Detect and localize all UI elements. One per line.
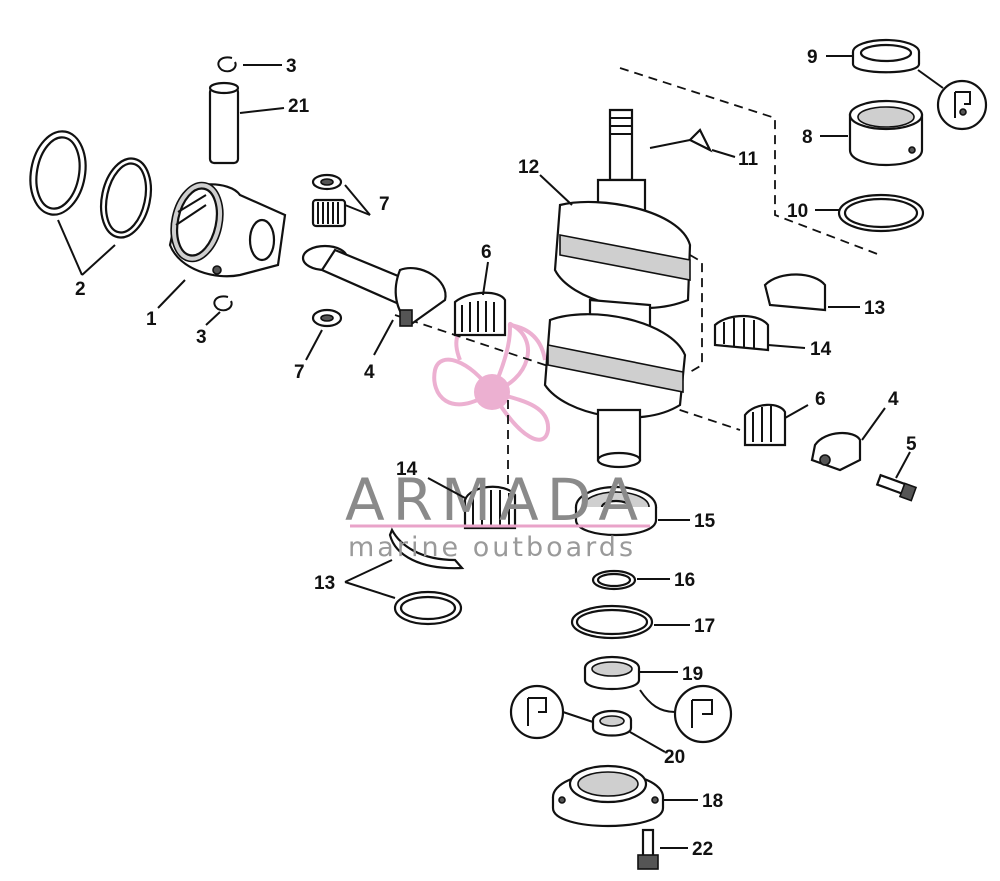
label-part-11: 11 [738,149,759,170]
needle-bearing-small-end [311,173,347,328]
retaining-clip-top [217,56,237,73]
label-part-4-left: 4 [364,362,375,383]
label-part-14-lower: 14 [396,459,418,480]
woodruff-key [688,128,713,153]
watermark-tagline: marine outboards [348,532,636,563]
armada-logo-icon [432,318,551,442]
lower-seal [583,655,641,690]
label-part-4-right: 4 [888,389,899,410]
piston-rings [29,130,153,239]
label-part-14-right: 14 [810,339,832,360]
needle-cage-14-lower [463,485,517,530]
lower-bearing-housing [551,764,665,827]
label-part-18: 18 [702,791,723,812]
inner-seal [591,709,633,737]
label-part-1: 1 [146,309,157,330]
label-part-6-left: 6 [481,242,492,263]
label-part-3-top: 3 [286,56,297,77]
needle-cage-upper [453,291,507,337]
label-part-13-lower: 13 [314,573,335,594]
label-part-5: 5 [906,434,917,455]
housing-screw [637,828,659,870]
retaining-ring-13-lower [393,590,463,626]
crankshaft [543,108,692,469]
sealant-tube-icon [673,684,733,744]
sealant-tube-icon [936,79,988,131]
connecting-rod [301,244,447,327]
label-part-7-top: 7 [379,194,390,215]
label-part-10: 10 [787,201,808,222]
bearing-cap-13-lower [388,527,465,570]
label-part-6-right: 6 [815,389,826,410]
sealant-tube-icon [509,684,565,740]
bearing-cap-13-right [763,273,827,312]
label-part-2: 2 [75,279,86,300]
label-part-8: 8 [802,127,813,148]
upper-roller-bearing [848,99,924,166]
needle-cage-14-right [713,314,770,352]
rod-bolt [875,473,918,502]
label-part-17: 17 [694,616,715,637]
label-part-19: 19 [682,664,703,685]
needle-cage-6-right [743,403,787,447]
watermark-brand: ARMADA [345,466,646,534]
label-part-7-bottom: 7 [294,362,305,383]
o-ring-upper [837,193,925,233]
label-part-21: 21 [288,96,310,117]
label-part-3-bottom: 3 [196,327,207,348]
label-part-9: 9 [807,47,818,68]
label-part-12: 12 [518,157,539,178]
part-number-labels: 3 21 7 2 1 3 7 4 6 12 11 9 8 10 13 14 6 … [75,47,917,860]
retaining-clip-bottom [213,295,233,312]
rod-cap [810,432,862,472]
label-part-13-right: 13 [864,298,885,319]
label-part-22: 22 [692,839,713,860]
label-part-16: 16 [674,570,695,591]
label-part-20: 20 [664,747,685,768]
top-seal [851,38,921,74]
o-ring-lower [570,604,654,640]
wrist-pin [208,81,240,165]
label-part-15: 15 [694,511,716,532]
leader-lines [57,55,911,849]
ball-bearing [574,485,658,536]
piston [168,181,287,278]
snap-ring [591,569,637,591]
